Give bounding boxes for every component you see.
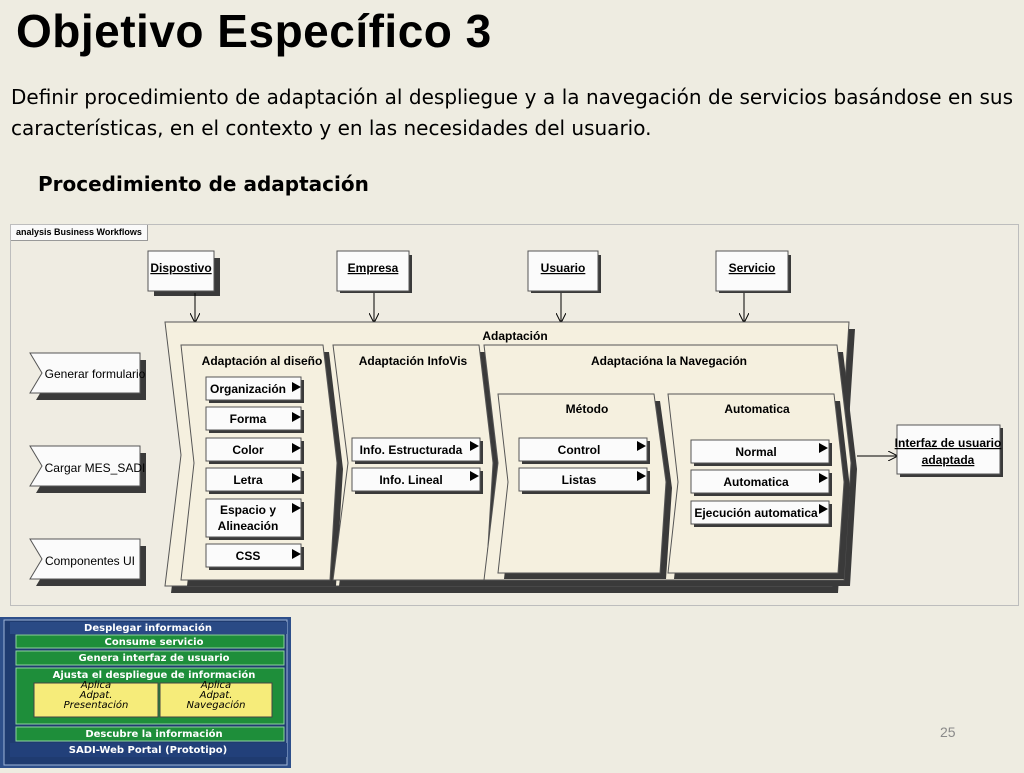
layer-band	[15, 650, 285, 666]
layer-label: Consume servicio	[105, 637, 204, 648]
item-label: Info. Lineal	[379, 473, 442, 487]
item-automatica: Automatica	[690, 469, 832, 496]
workflow-diagram-canvas: Dispostivo Empresa Usuario Servicio Adap…	[29, 250, 1003, 593]
play-icon	[637, 441, 646, 451]
layer-label: Desplegar información	[84, 622, 212, 634]
slide-title: Objetivo Específico 3	[16, 5, 492, 57]
output-label: Interfaz de usuario	[895, 436, 1002, 450]
play-icon	[292, 473, 301, 483]
group-label: Adaptacióna la Navegación	[591, 354, 747, 368]
input-label-usuario: Usuario	[541, 261, 586, 275]
item-label: Letra	[233, 473, 263, 487]
item-label: Color	[232, 443, 264, 457]
group-label: Adaptación InfoVis	[359, 354, 468, 368]
item-info-lineal: Info. Lineal	[351, 467, 483, 494]
apply-box-label: Adpat.	[199, 690, 233, 701]
apply-box-label: Adpat.	[79, 690, 113, 701]
item-letra: Letra	[205, 467, 304, 494]
input-box-usuario: Usuario	[527, 250, 601, 293]
input-box-dispositivo: Dispostivo	[147, 250, 220, 296]
play-icon	[292, 549, 301, 559]
play-icon	[819, 473, 828, 483]
play-icon	[292, 503, 301, 513]
layer-band	[15, 726, 285, 742]
item-label: Organización	[210, 382, 286, 396]
subgroup-label: Método	[566, 402, 609, 416]
play-icon	[292, 382, 301, 392]
apply-box	[159, 682, 273, 718]
input-label-servicio: Servicio	[729, 261, 776, 275]
group-label: Adaptación al diseño	[202, 354, 323, 368]
apply-box-label: Aplica	[200, 680, 231, 691]
item-forma: Forma	[205, 406, 304, 433]
left-step-generar-formulario: Generar formulario	[29, 352, 146, 400]
layer-label: Genera interfaz de usuario	[78, 653, 229, 664]
section-subtitle: Procedimiento de adaptación	[38, 172, 369, 196]
play-icon	[470, 441, 479, 451]
item-label: Espacio y	[220, 503, 276, 517]
output-box: Interfaz de usuario adaptada	[895, 424, 1003, 477]
item-color: Color	[205, 437, 304, 464]
item-organizacion: Organización	[205, 376, 304, 403]
item-label: Forma	[230, 412, 267, 426]
output-label: adaptada	[922, 453, 975, 467]
item-control: Control	[518, 437, 650, 464]
item-label: Alineación	[218, 519, 279, 533]
play-icon	[292, 443, 301, 453]
page-number: 25	[940, 724, 956, 740]
play-icon	[292, 412, 301, 422]
apply-box	[33, 682, 159, 718]
play-icon	[819, 443, 828, 453]
left-step-componentes-ui: Componentes UI	[29, 538, 146, 586]
play-icon	[470, 471, 479, 481]
item-label: Info. Estructurada	[360, 443, 463, 457]
item-css: CSS	[205, 543, 304, 570]
left-step-cargar-mes-sadi: Cargar MES_SADI	[29, 445, 146, 493]
apply-box-label: Navegación	[187, 699, 246, 711]
group-adaptacion-infovis: Adaptación InfoVis	[332, 344, 499, 586]
subgroup-label: Automatica	[724, 402, 790, 416]
item-ejecucion-automatica: Ejecución automatica	[690, 500, 832, 527]
play-icon	[637, 471, 646, 481]
diagram-tab: analysis Business Workflows	[11, 225, 148, 241]
left-step-label: Generar formulario	[45, 367, 146, 381]
apply-box-label: Presentación	[64, 699, 129, 711]
input-box-servicio: Servicio	[715, 250, 791, 293]
workflow-diagram: Dispostivo Empresa Usuario Servicio Adap…	[10, 224, 1019, 606]
input-label-dispositivo: Dispostivo	[150, 261, 211, 275]
adaptation-container-label: Adaptación	[482, 329, 547, 343]
item-label: Automatica	[723, 475, 789, 489]
layer-band	[10, 622, 287, 634]
layer-label: SADI-Web Portal (Prototipo)	[69, 745, 228, 756]
apply-box-label: Aplica	[80, 680, 111, 691]
left-step-label: Componentes UI	[45, 554, 135, 568]
input-label-empresa: Empresa	[348, 261, 399, 275]
layer-band	[10, 743, 287, 757]
item-label: Ejecución automatica	[694, 506, 818, 520]
left-step-label: Cargar MES_SADI	[45, 461, 146, 475]
item-label: Control	[558, 443, 601, 457]
layer-label: Ajusta el despliegue de información	[53, 669, 256, 681]
item-normal: Normal	[690, 439, 832, 466]
intro-paragraph: Definir procedimiento de adaptación al d…	[11, 85, 1013, 140]
item-listas: Listas	[518, 467, 650, 494]
item-label: CSS	[236, 549, 261, 563]
layer-label: Descubre la información	[85, 728, 222, 740]
item-espacio-alineacion: Espacio y Alineación	[205, 498, 304, 540]
layers-figure: Desplegar información Consume servicio G…	[0, 617, 291, 768]
item-label: Normal	[735, 445, 776, 459]
layer-band	[15, 634, 285, 649]
input-box-empresa: Empresa	[336, 250, 412, 293]
play-icon	[819, 504, 828, 514]
layers-figure-canvas: Desplegar información Consume servicio G…	[0, 617, 291, 768]
item-info-estructurada: Info. Estructurada	[351, 437, 483, 464]
item-label: Listas	[562, 473, 597, 487]
